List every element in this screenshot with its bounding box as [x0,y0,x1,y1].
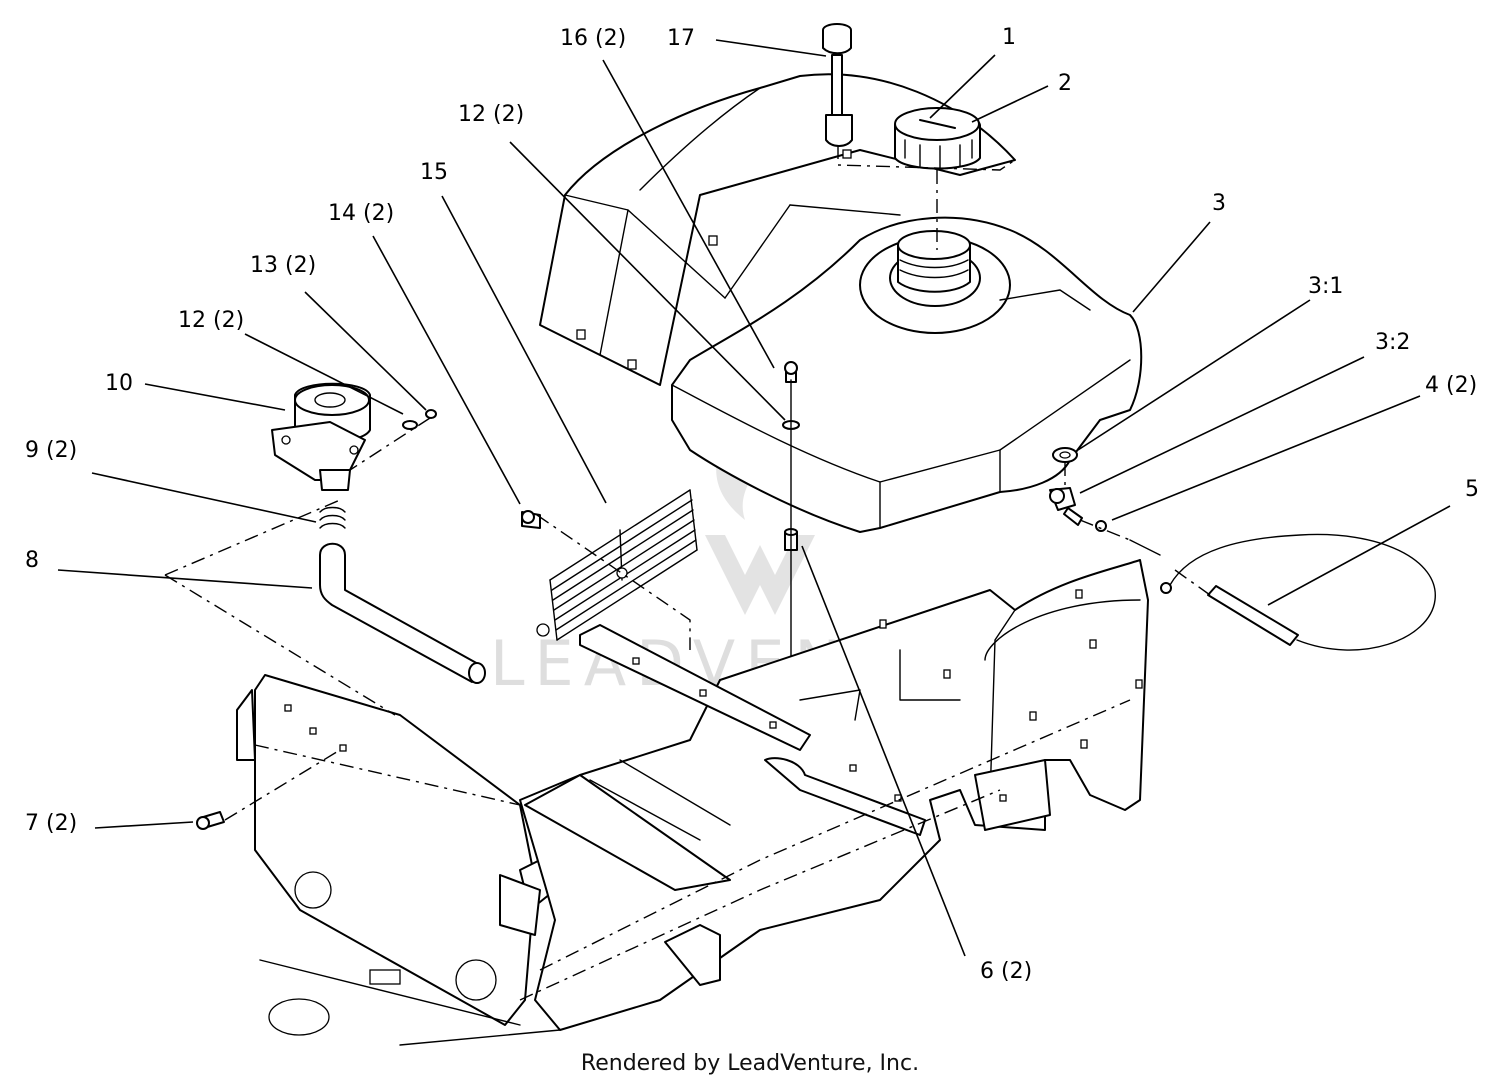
callout-8: 8 [25,548,39,573]
air-screen [521,489,698,641]
callout-6: 6 (2) [980,959,1032,984]
callout-labels: 1 2 3 3:1 3:2 4 (2) 5 6 (2) 7 (2) 8 9 (2… [25,25,1479,984]
callout-1: 1 [1002,25,1016,50]
fuel-tank [671,216,1143,533]
callout-14: 14 (2) [328,201,394,226]
callout-15: 15 [420,160,448,185]
callout-4: 4 (2) [1425,373,1477,398]
callout-5: 5 [1465,477,1479,502]
oil-fill-assembly [271,382,437,491]
callout-3-2: 3:2 [1375,330,1410,355]
bolt-7 [196,811,225,830]
tank-mount-hardware [782,361,800,701]
callout-12-left: 12 (2) [178,308,244,333]
callout-9: 9 (2) [25,438,77,463]
rendered-by-credit: Rendered by LeadVenture, Inc. [580,1051,920,1076]
fuel-cap [894,107,981,170]
assembly-centerlines [164,145,1211,1001]
fuel-line [1107,533,1436,651]
callout-3: 3 [1212,191,1226,216]
callout-17: 17 [667,26,695,51]
callout-2: 2 [1058,71,1072,96]
callout-10: 10 [105,371,133,396]
hose-and-clamp [319,506,486,684]
callout-13: 13 (2) [250,253,316,278]
callout-16: 16 (2) [560,26,626,51]
callout-12-top: 12 (2) [458,102,524,127]
callout-7: 7 (2) [25,811,77,836]
fuel-gauge [822,23,853,159]
front-frame-plate [236,674,556,1026]
leader-lines [57,39,1451,957]
chassis-frame [259,559,1149,1046]
callout-3-1: 3:1 [1308,274,1343,299]
